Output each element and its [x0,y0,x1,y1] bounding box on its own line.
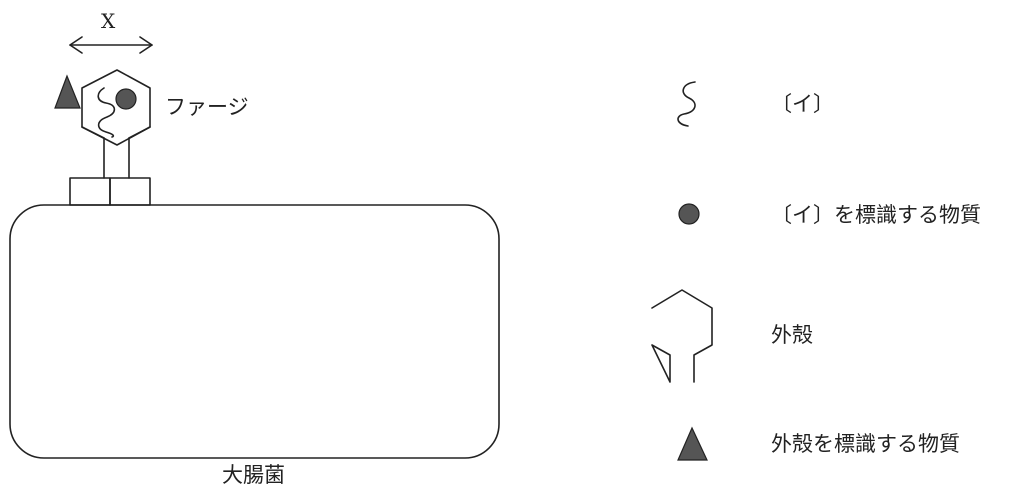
width-dimension-arrow [69,36,153,54]
phage-tail-icon [81,126,151,179]
phage-capsid-icon [81,69,151,146]
ecoli-label: 大腸菌 [222,463,285,487]
legend-label-dna: 〔イ〕 [771,92,834,116]
phage-shell-marker-triangle [54,74,81,109]
phage-dna-icon [97,87,116,138]
wavy-line-icon [677,81,696,127]
ecoli-cell [9,204,500,459]
dimension-x-label: X [101,9,116,33]
phage-baseplate-right [109,177,151,206]
legend-label-dna-marker: 〔イ〕を標識する物質 [771,203,981,227]
phage-label: ファージ [165,95,249,119]
hexagon-capsid-icon [651,289,713,383]
legend-label-capsid: 外殻 [771,323,813,347]
phage-baseplate-left [69,177,111,206]
circle-marker-icon [678,203,700,225]
triangle-marker-icon [677,426,708,461]
phage-dna-marker-circle [115,88,137,110]
legend-label-capsid-marker: 外殻を標識する物質 [771,432,960,456]
